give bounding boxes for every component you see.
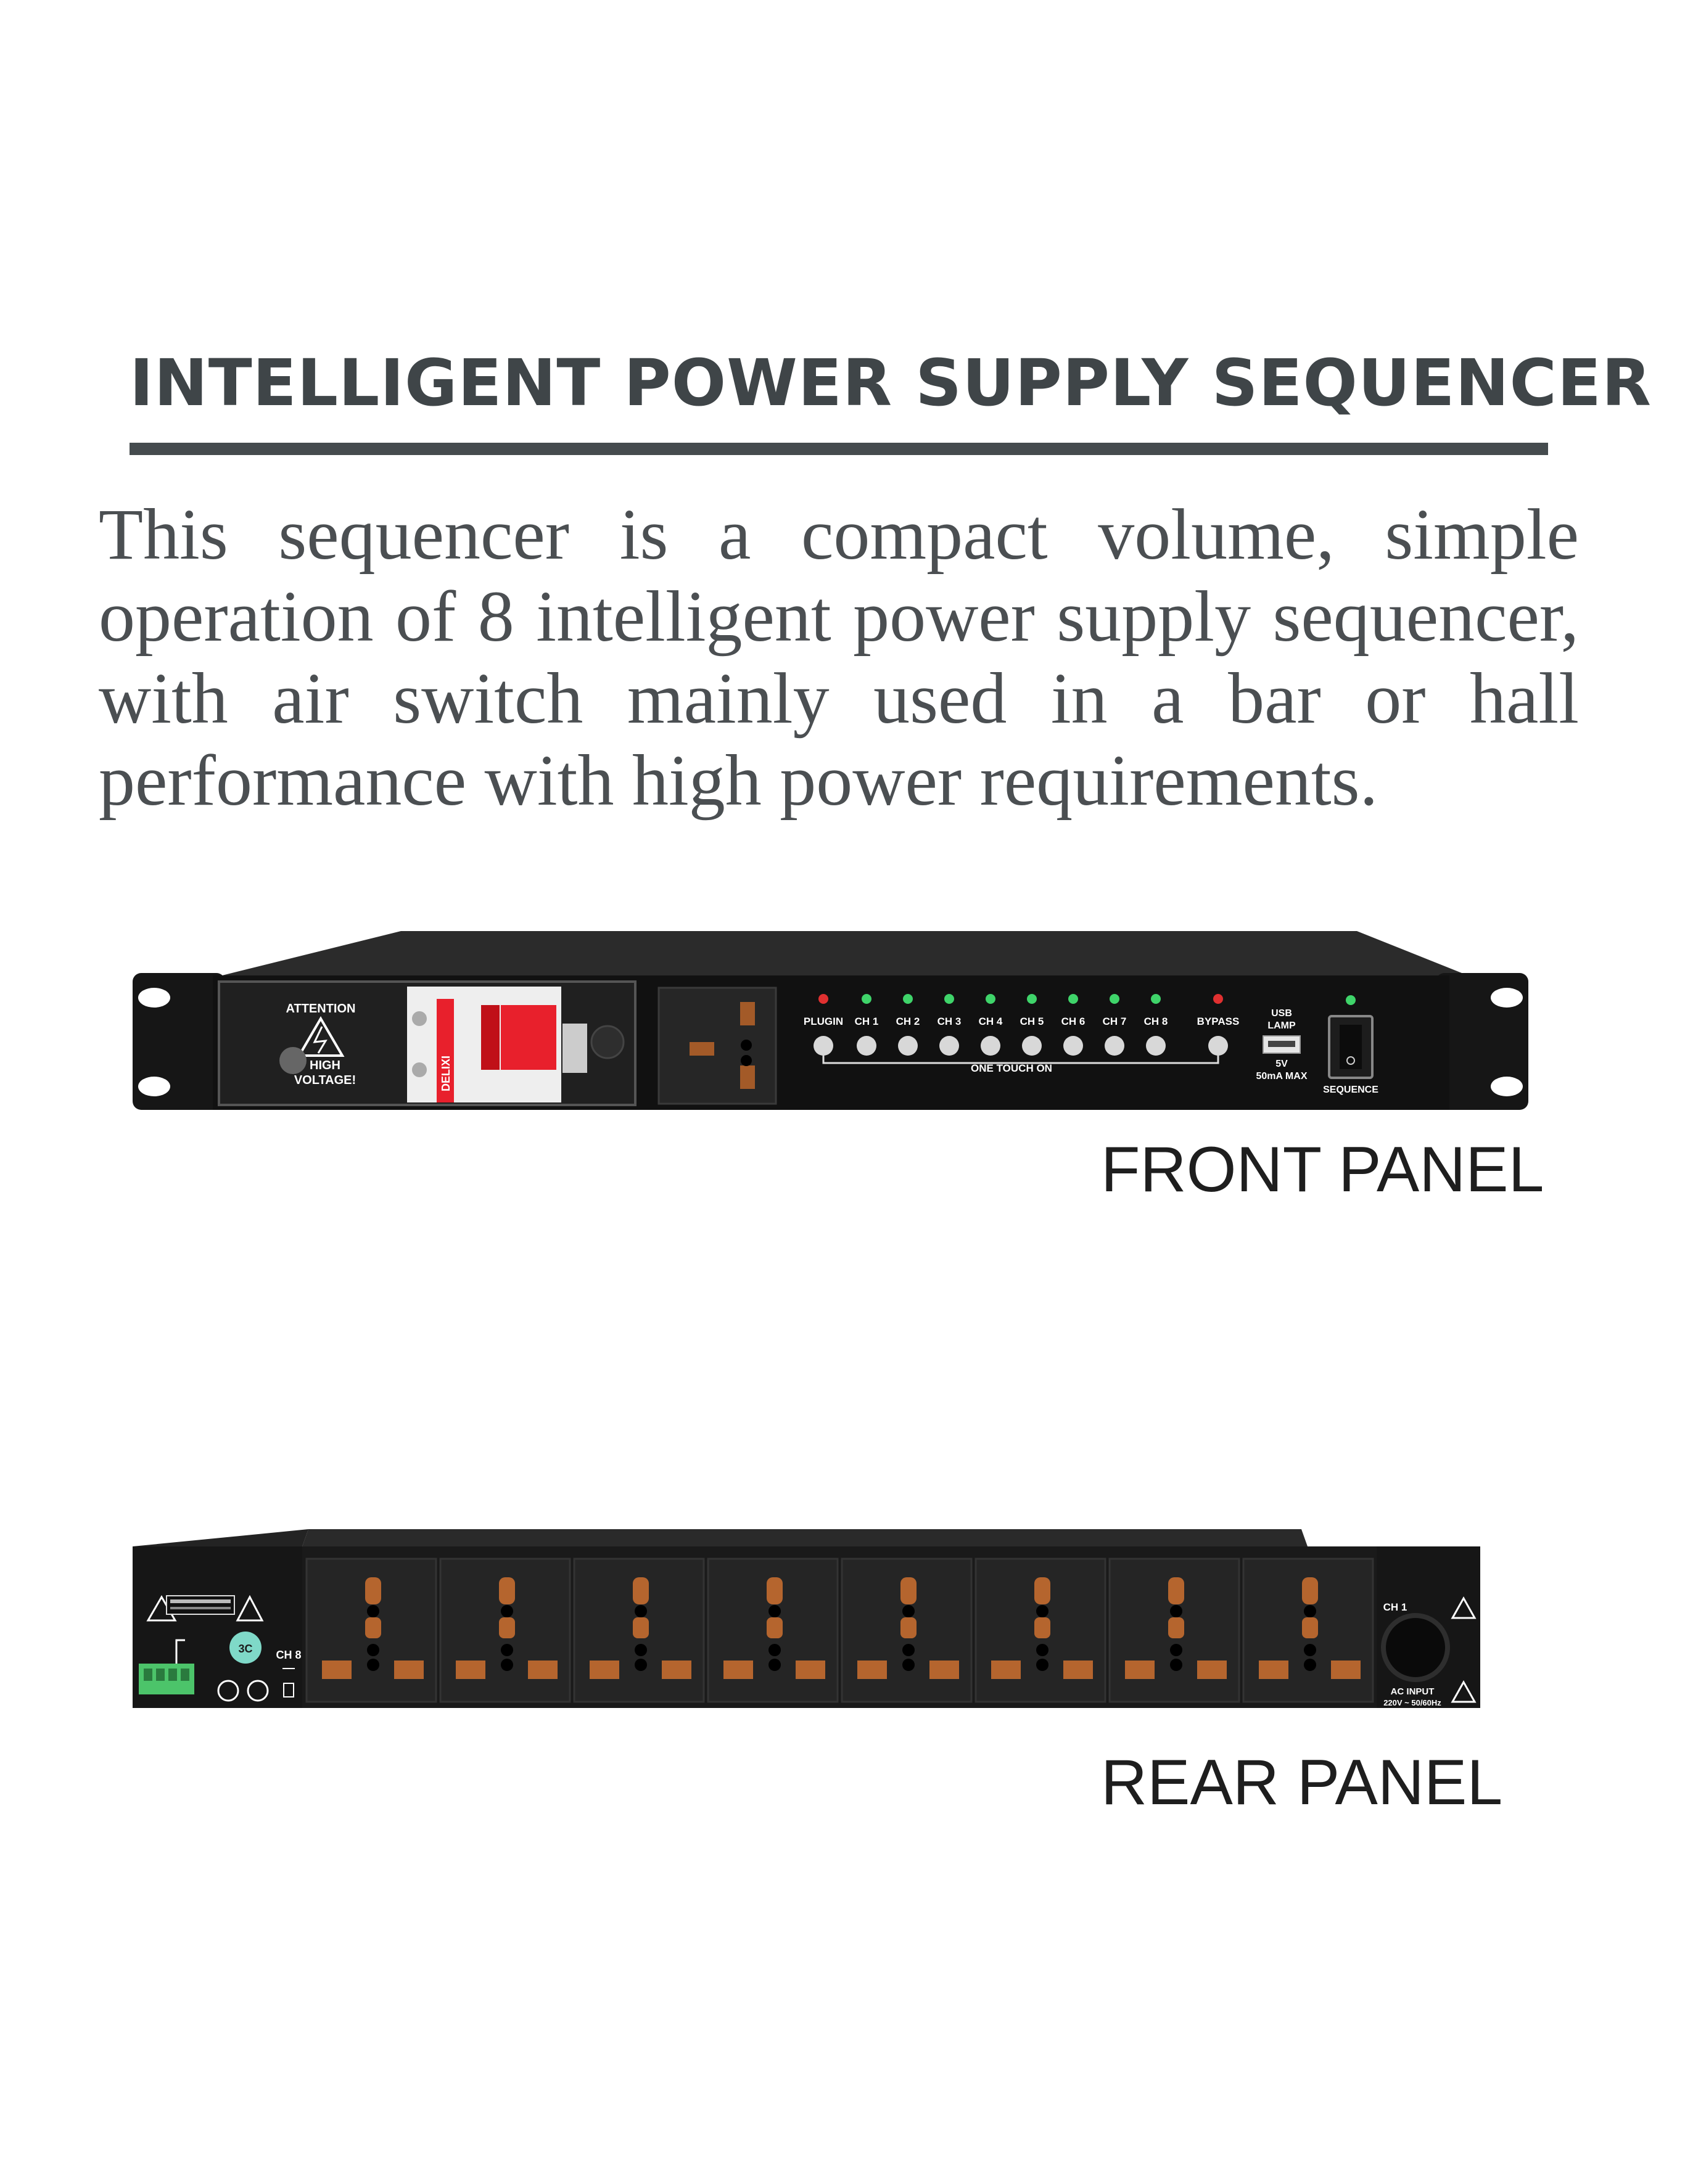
channel-3[interactable]: CH 3 — [937, 994, 962, 1056]
rear-outlet-4 — [841, 1558, 973, 1703]
page-title: INTELLIGENT POWER SUPPLY SEQUENCER — [130, 345, 1652, 421]
channel-7[interactable]: CH 7 — [1103, 994, 1127, 1056]
usb-current-label: 50mA MAX — [1256, 1071, 1308, 1082]
breaker-screw-icon — [412, 1062, 427, 1077]
rear-outlet-1 — [1242, 1558, 1374, 1703]
channel-5[interactable]: CH 5 — [1020, 994, 1044, 1056]
ch5-led — [1027, 994, 1037, 1004]
lamp-label: LAMP — [1267, 1020, 1296, 1031]
front-panel-top-lid — [222, 931, 1468, 975]
plugin-button — [814, 1036, 833, 1056]
certification-badge-icon — [229, 1632, 262, 1664]
rear-outlet-8 — [305, 1558, 437, 1703]
breaker-knob-icon — [590, 1025, 625, 1059]
bypass-led — [1213, 994, 1223, 1004]
ch1-rear-label: CH 1 — [1383, 1601, 1407, 1613]
ch6-button — [1063, 1036, 1083, 1056]
bypass-button — [1208, 1036, 1228, 1056]
title-underline — [130, 443, 1548, 455]
channel-1[interactable]: CH 1 — [855, 994, 879, 1056]
rear-panel-top-lid — [302, 1529, 1308, 1546]
rear-outlet-row — [305, 1558, 1374, 1703]
ch3-label: CH 3 — [937, 1016, 962, 1027]
voltage-label: VOLTAGE! — [294, 1074, 356, 1087]
front-universal-outlet — [657, 987, 777, 1105]
rack-hole — [138, 1077, 170, 1096]
ac-input-label: AC INPUT — [1391, 1686, 1435, 1697]
ch3-led — [944, 994, 954, 1004]
plugin-label: PLUGIN — [804, 1016, 843, 1027]
sequence-led — [1346, 995, 1356, 1005]
warning-triangle-icon — [1451, 1680, 1477, 1703]
one-touch-label: ONE TOUCH ON — [971, 1062, 1052, 1074]
sequence-label: SEQUENCE — [1323, 1085, 1378, 1095]
high-label: HIGH — [310, 1059, 340, 1072]
rear-panel-caption: REAR PANEL — [1101, 1747, 1503, 1818]
certification-icon — [247, 1680, 269, 1702]
ch5-label: CH 5 — [1020, 1016, 1044, 1027]
rack-hole — [1491, 1077, 1523, 1096]
ch4-led — [986, 994, 995, 1004]
usb-label: USB — [1271, 1008, 1292, 1019]
attention-label: ATTENTION — [286, 1002, 356, 1016]
ch7-button — [1105, 1036, 1124, 1056]
rear-outlet-7 — [439, 1558, 571, 1703]
ch7-label: CH 7 — [1103, 1016, 1127, 1027]
rear-outlet-6 — [573, 1558, 705, 1703]
recycle-bin-icon — [283, 1683, 294, 1698]
warning-triangle-icon — [236, 1595, 264, 1622]
ch1-button — [857, 1036, 876, 1056]
front-panel-caption: FRONT PANEL — [1101, 1134, 1544, 1205]
ch8-led — [1151, 994, 1161, 1004]
ch4-label: CH 4 — [979, 1016, 1003, 1027]
cover-screw-icon — [279, 1047, 307, 1074]
svg-text:3C: 3C — [238, 1643, 252, 1655]
ch6-label: CH 6 — [1061, 1016, 1086, 1027]
channel-2[interactable]: CH 2 — [896, 994, 920, 1056]
ch2-led — [903, 994, 913, 1004]
ch5-button — [1022, 1036, 1042, 1056]
ac-input-connector — [1381, 1613, 1450, 1682]
rack-hole — [138, 988, 170, 1008]
ch1-label: CH 1 — [855, 1016, 879, 1027]
ac-input-rating: 220V ~ 50/60Hz — [1383, 1698, 1441, 1707]
ch6-led — [1068, 994, 1078, 1004]
high-voltage-warning-icon — [297, 1016, 345, 1057]
breaker-brand-label: DELIXI — [440, 1056, 452, 1091]
rear-outlet-3 — [974, 1558, 1106, 1703]
channel-4[interactable]: CH 4 — [979, 994, 1003, 1056]
breaker-screw-icon — [412, 1011, 427, 1026]
product-description: This sequencer is a compact volume, simp… — [99, 494, 1579, 821]
ch8-label: CH 8 — [1144, 1016, 1168, 1027]
plugin-led — [818, 994, 828, 1004]
certification-icon — [217, 1680, 239, 1702]
ch1-led — [862, 994, 871, 1004]
rack-hole — [1491, 988, 1523, 1008]
rear-outlet-2 — [1108, 1558, 1240, 1703]
ch7-led — [1110, 994, 1119, 1004]
bypass-label: BYPASS — [1197, 1016, 1240, 1027]
rear-outlet-5 — [707, 1558, 839, 1703]
ch2-button — [898, 1036, 918, 1056]
channel-8[interactable]: CH 8 — [1144, 994, 1168, 1056]
warning-triangle-icon — [1451, 1596, 1477, 1619]
ch4-button — [981, 1036, 1000, 1056]
ch3-button — [939, 1036, 959, 1056]
ch2-label: CH 2 — [896, 1016, 920, 1027]
ch8-button — [1146, 1036, 1166, 1056]
ch8-rear-label: CH 8 — [276, 1649, 301, 1661]
usb-voltage-label: 5V — [1275, 1059, 1288, 1069]
warning-sticker — [166, 1595, 235, 1615]
channel-6[interactable]: CH 6 — [1061, 994, 1086, 1056]
